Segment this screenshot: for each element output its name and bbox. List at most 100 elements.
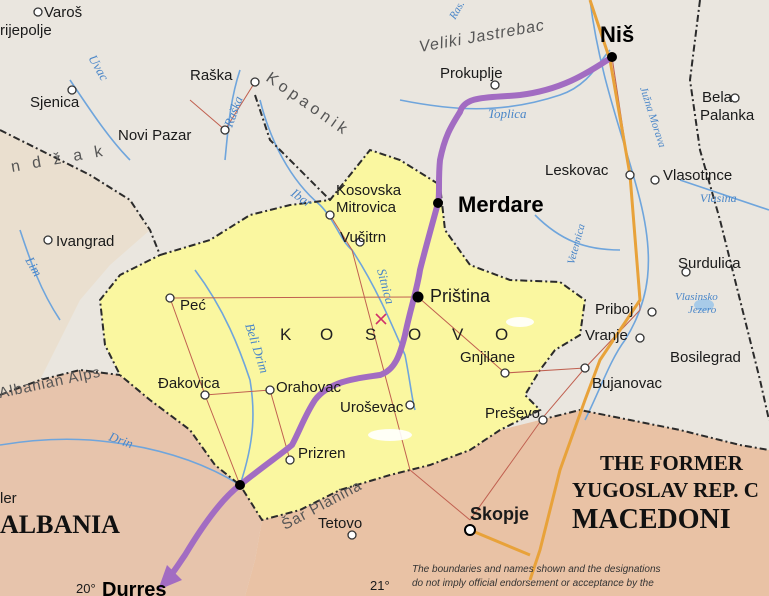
marker-gnjilane	[500, 368, 510, 378]
river-lim	[19, 229, 61, 321]
marker-raska	[250, 77, 260, 87]
label-pec: Peć	[180, 297, 206, 314]
label-surdulica: Surdulica	[678, 255, 741, 272]
marker-vucitrn	[355, 237, 365, 247]
key-markers	[235, 52, 617, 536]
marker-bela-palanka	[730, 93, 740, 103]
kosovo-border	[98, 148, 587, 522]
longitude-20: 20°	[76, 581, 96, 596]
macedonia-land	[245, 410, 769, 596]
label-tetovo: Tetovo	[318, 515, 362, 532]
country-fyrom-line3: MACEDONI	[572, 504, 731, 535]
label-bosilegrad: Bosilegrad	[670, 349, 741, 366]
marker-priboj	[647, 307, 657, 317]
borders	[0, 0, 769, 522]
river-raska	[224, 69, 241, 161]
sandzak-border	[254, 94, 331, 201]
river-ibar	[259, 99, 353, 251]
airport-icon	[375, 313, 387, 325]
label-vranje: Vranje	[585, 327, 628, 344]
disclaimer-line1: The boundaries and names shown and the d…	[412, 564, 661, 575]
label-merdare: Merdare	[458, 192, 544, 217]
kosovo-letter: O	[495, 325, 508, 344]
marker-route-junction	[235, 480, 245, 490]
river-label-vlasinsko-1: Vlasinsko	[675, 291, 718, 303]
label-priboj: Priboj	[595, 301, 633, 318]
kosovo-letter: K	[280, 325, 292, 344]
marker-dakovica	[200, 390, 210, 400]
marker-tetovo	[347, 530, 357, 540]
label-vucitrn: Vučitrn	[340, 229, 386, 246]
vlasinsko-lake	[694, 299, 714, 311]
city-markers	[33, 7, 740, 540]
label-nis: Niš	[600, 22, 634, 47]
label-vlasotince: Vlasotince	[663, 167, 732, 184]
label-raska: Raška	[190, 67, 233, 84]
label-pristina: Priština	[430, 286, 491, 306]
disclaimer-line2: do not imply official endorsement or acc…	[412, 578, 654, 589]
marker-varos	[33, 7, 43, 17]
kosovo-letter: O	[320, 325, 333, 344]
marker-pec	[165, 293, 175, 303]
label-palanka: Palanka	[700, 107, 755, 124]
marker-vranje	[635, 333, 645, 343]
label-bujanovac: Bujanovac	[592, 375, 663, 392]
label-dakovica: Đakovica	[158, 375, 220, 392]
label-orahovac: Orahovac	[276, 379, 342, 396]
label-novi-pazar: Novi Pazar	[118, 127, 191, 144]
marker-presevo	[538, 415, 548, 425]
label-sjenica: Sjenica	[30, 94, 80, 111]
macedonia-border	[539, 408, 769, 451]
marker-nis	[607, 52, 617, 62]
river-drin	[0, 438, 241, 486]
river-label-vlasinsko-2: Jezero	[688, 304, 717, 316]
river-label-vlasina: Vlasina	[700, 191, 737, 205]
label-prizren: Prizren	[298, 445, 346, 462]
marker-vlasotince	[650, 175, 660, 185]
montenegro-border	[0, 129, 161, 256]
label-gnjilane: Gnjilane	[460, 349, 515, 366]
marker-pristina	[412, 291, 424, 303]
marker-prizren	[285, 455, 295, 465]
snow-patch	[368, 429, 412, 441]
montenegro-land	[0, 130, 150, 395]
country-fyrom-line2: YUGOSLAV REP. C	[572, 478, 759, 502]
river-label-toplica: Toplica	[488, 106, 527, 121]
marker-prokuplje	[490, 80, 500, 90]
snow-patch	[506, 317, 534, 327]
label-leskovac: Leskovac	[545, 162, 609, 179]
longitude-21: 21°	[370, 578, 390, 593]
river-vlasina	[679, 179, 769, 211]
marker-sjenica	[67, 85, 77, 95]
river-beli-drim	[194, 269, 254, 486]
label-skopje: Skopje	[470, 504, 529, 524]
label-prokuplje: Prokuplje	[440, 65, 503, 82]
marker-merdare	[433, 198, 443, 208]
label-prijepolje: rijepolje	[0, 22, 52, 39]
marker-orahovac	[265, 385, 275, 395]
kosovo-letter: V	[452, 325, 464, 344]
label-varos: Varoš	[44, 4, 82, 21]
country-albania: ALBANIA	[0, 510, 120, 539]
marker-novi-pazar	[220, 125, 230, 135]
kosovo-land	[100, 150, 585, 520]
marker-ivangrad	[43, 235, 53, 245]
albania-border	[0, 368, 121, 396]
label-ivangrad: Ivangrad	[56, 233, 114, 250]
country-fyrom-line1: THE FORMER	[600, 451, 744, 475]
highway	[469, 0, 642, 581]
label-ler: ler	[0, 490, 17, 507]
marker-skopje	[464, 524, 476, 536]
route-arrow-icon	[158, 565, 182, 590]
label-presevo: Preševo	[485, 405, 540, 422]
marker-surdulica	[681, 267, 691, 277]
label-mitrovica: Mitrovica	[336, 199, 397, 216]
label-durres: Durres	[102, 579, 166, 596]
label-kosovska: Kosovska	[336, 182, 402, 199]
label-bela: Bela	[702, 89, 733, 106]
kosovo-letter: S	[365, 325, 376, 344]
label-urosevac: Uroševac	[340, 399, 404, 416]
marker-urosevac	[405, 400, 415, 410]
kosovo-letter: O	[408, 325, 421, 344]
